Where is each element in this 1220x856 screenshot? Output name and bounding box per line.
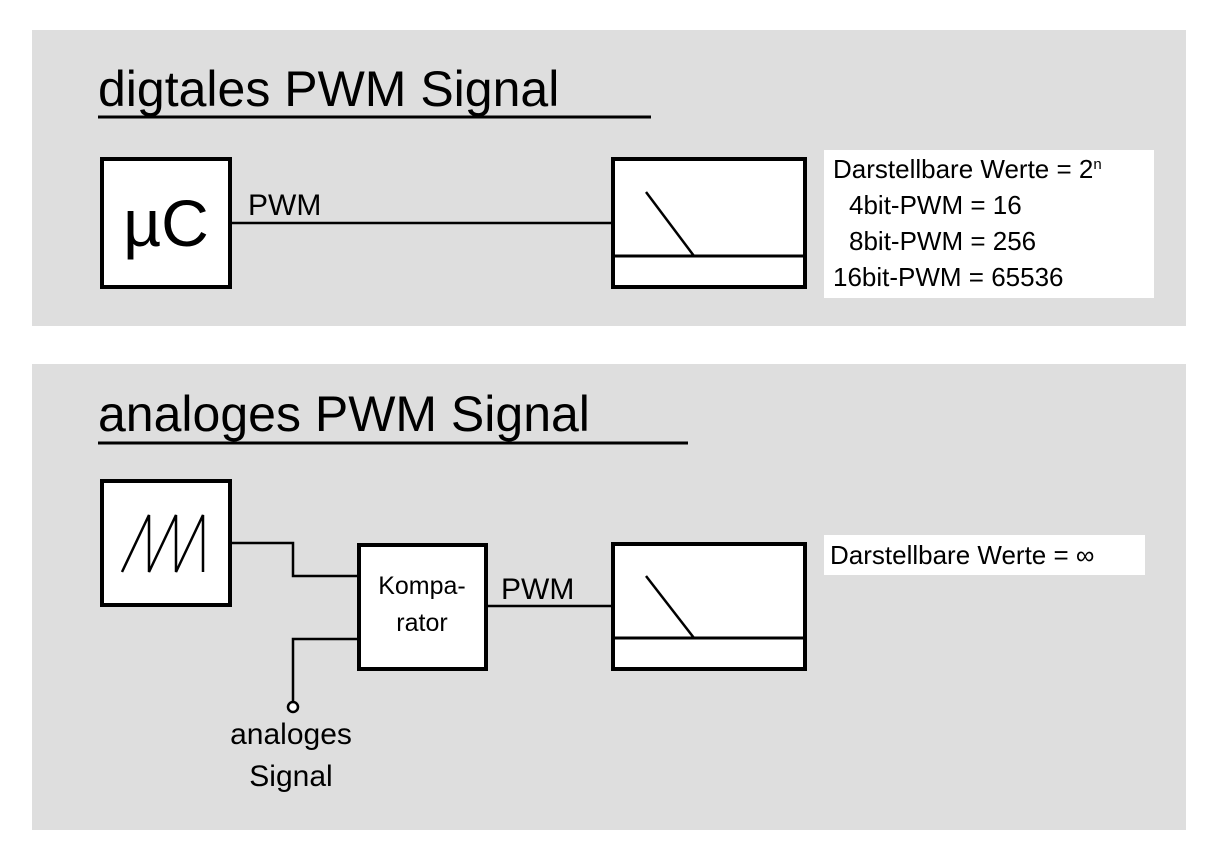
- digital-meter: [611, 157, 807, 289]
- analog-meter-box: [611, 542, 807, 671]
- sawtooth-generator: [100, 479, 232, 607]
- comparator-label-line2: rator: [396, 609, 447, 637]
- digital-values-box: Darstellbare Werte = 2n 4bit-PWM = 16 8b…: [824, 150, 1154, 298]
- digital-values-background: [824, 150, 1154, 298]
- digital-panel: digtales PWM Signal µC PWM Darstellbare …: [32, 30, 1186, 326]
- analog-title: analoges PWM Signal: [98, 386, 590, 442]
- digital-value-row-4bit: 4bit-PWM = 16: [849, 190, 1022, 220]
- sawtooth-wave-icon: [120, 514, 205, 573]
- digital-values-exponent: n: [1093, 156, 1101, 173]
- comparator-box: [357, 543, 488, 671]
- comparator: Kompa- rator: [357, 543, 488, 671]
- comparator-label-line1: Kompa-: [378, 572, 466, 600]
- digital-values-heading-text: Darstellbare Werte = 2: [833, 154, 1093, 184]
- analog-panel: analoges PWM Signal Kompa- rator analoge…: [32, 364, 1186, 830]
- microcontroller-box: [100, 157, 232, 289]
- digital-pwm-label: PWM: [248, 189, 321, 222]
- microcontroller-label: µC: [123, 186, 209, 260]
- analog-input-wire: [291, 637, 360, 702]
- analog-values-box: Darstellbare Werte = ∞: [824, 535, 1145, 575]
- analog-input-label-line1: analoges: [230, 718, 352, 751]
- digital-meter-box: [611, 157, 807, 289]
- analog-values-background: [824, 535, 1145, 575]
- analog-meter-needle: [645, 575, 695, 639]
- analog-input-terminal-icon: [286, 700, 300, 714]
- digital-values-heading: Darstellbare Werte = 2n: [833, 154, 1102, 184]
- digital-value-row-8bit: 8bit-PWM = 256: [849, 226, 1036, 256]
- sawtooth-box: [100, 479, 232, 607]
- digital-meter-needle: [645, 191, 695, 257]
- digital-title: digtales PWM Signal: [98, 61, 559, 117]
- digital-value-row-16bit: 16bit-PWM = 65536: [833, 262, 1064, 292]
- analog-meter: [611, 542, 807, 671]
- sawtooth-to-comparator-wire: [230, 541, 360, 578]
- analog-pwm-label: PWM: [501, 573, 574, 606]
- analog-values-heading: Darstellbare Werte = ∞: [830, 540, 1094, 570]
- analog-input-label-line2: Signal: [249, 760, 332, 793]
